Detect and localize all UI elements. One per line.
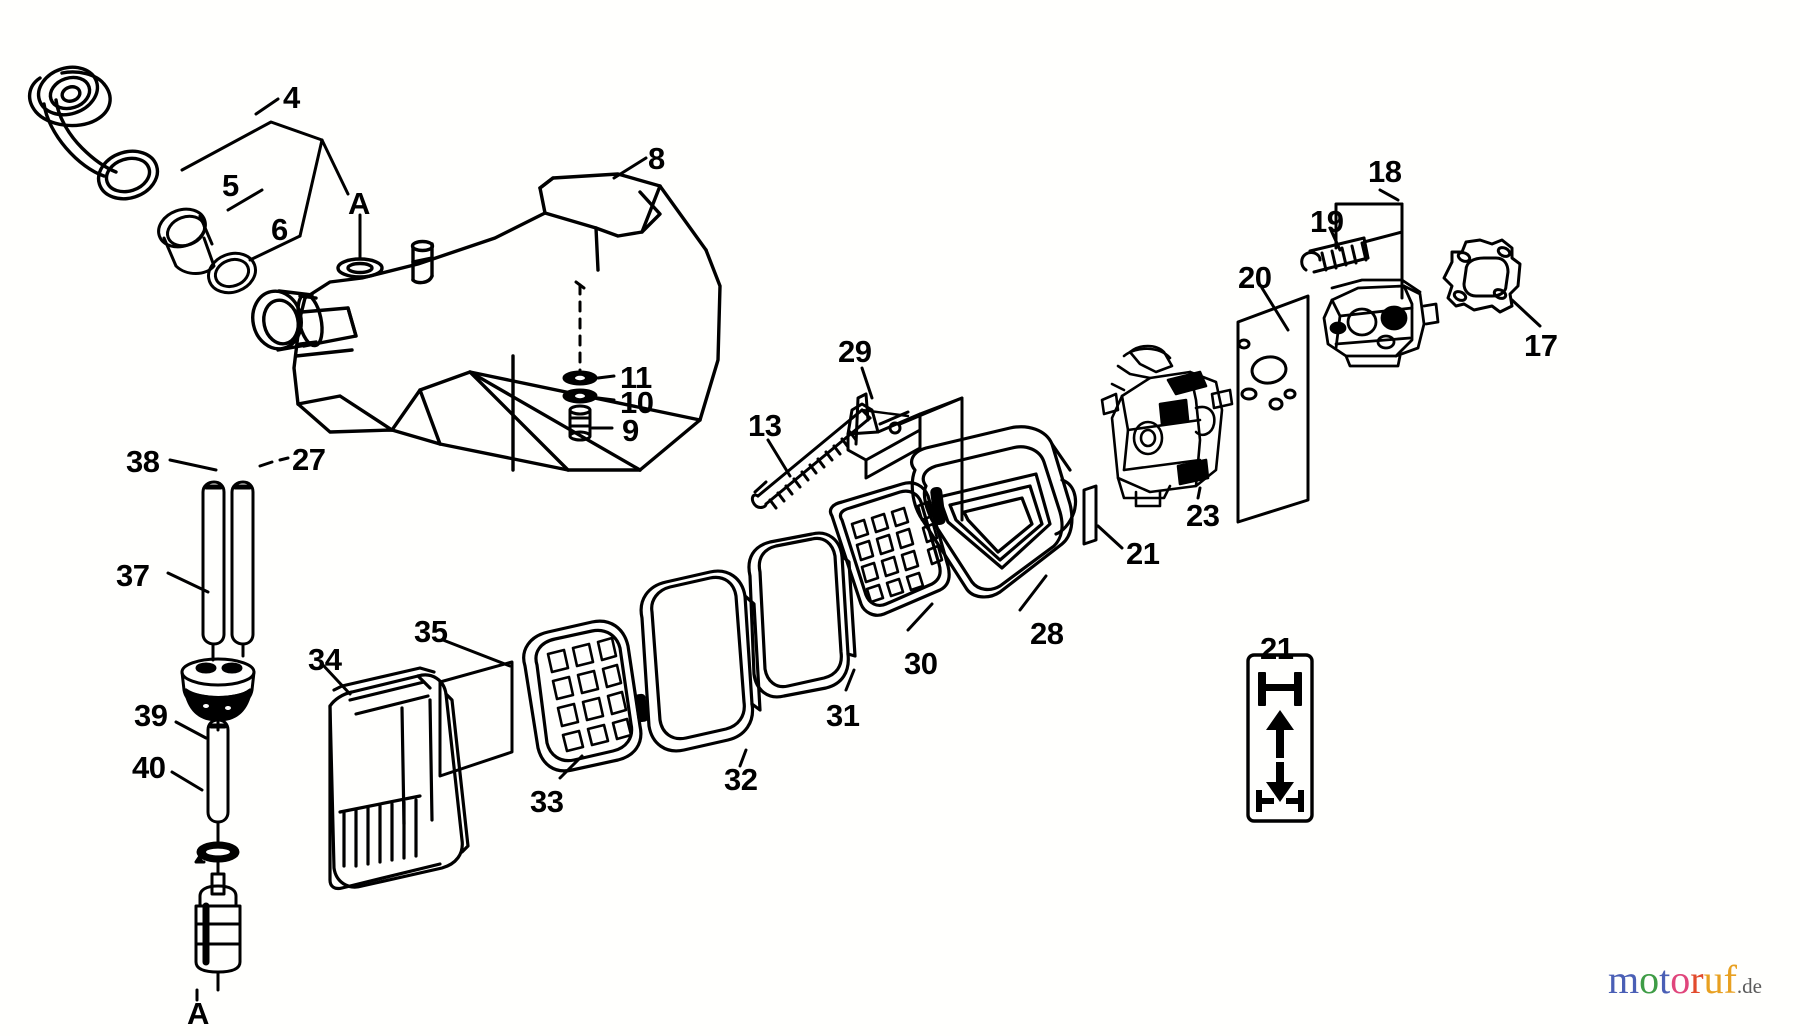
insulator-plate-20 — [1236, 294, 1310, 524]
callout-11: 11 — [620, 360, 652, 395]
leader-17 — [1510, 298, 1542, 328]
leader-29 — [860, 366, 874, 400]
leader-13 — [766, 438, 792, 478]
callout-32: 32 — [724, 762, 758, 797]
fuel-clip-39 — [194, 841, 240, 876]
leader-21 — [1096, 524, 1124, 550]
leader-38 — [168, 458, 218, 472]
callout-8: 8 — [648, 141, 665, 176]
section-marker-a-upper: A — [348, 186, 371, 221]
decal-detail-box — [1246, 653, 1314, 823]
callout-21-upper: 21 — [1126, 536, 1160, 571]
callout-38: 38 — [126, 444, 160, 479]
bracket-18-19 — [1334, 188, 1404, 288]
tank-grommet-37 — [180, 657, 256, 732]
wm-m: m — [1608, 957, 1640, 1002]
leader-8 — [612, 156, 648, 180]
decal-21 — [1082, 484, 1098, 546]
leader-28 — [1018, 574, 1048, 612]
filter-grid-plate-33 — [522, 619, 649, 773]
callout-35: 35 — [414, 614, 448, 649]
leader-33 — [558, 754, 584, 780]
leader-27 — [258, 456, 290, 468]
leader-23 — [1196, 486, 1202, 500]
leader-31 — [844, 668, 856, 692]
leader-20 — [1260, 286, 1290, 332]
leader-37 — [166, 571, 210, 594]
callout-34: 34 — [308, 642, 342, 677]
leader-40 — [170, 770, 204, 792]
callout-leaders-top — [180, 97, 350, 262]
callout-17: 17 — [1524, 328, 1558, 363]
filter-screen-30 — [828, 481, 951, 617]
filter-foam-32 — [639, 569, 762, 753]
carburetor-23 — [1100, 344, 1234, 508]
carb-body-18 — [1322, 278, 1440, 368]
air-cleaner-body-34 — [328, 666, 470, 891]
callout-4: 4 — [283, 80, 300, 115]
wm-o1: o — [1639, 957, 1660, 1002]
callout-28: 28 — [1030, 616, 1064, 651]
callout-10: 10 — [620, 385, 654, 420]
callout-6: 6 — [271, 212, 288, 247]
callout-20: 20 — [1238, 260, 1272, 295]
callout-29: 29 — [838, 334, 872, 369]
section-marker-a-lower: A — [187, 996, 210, 1031]
callout-13: 13 — [748, 408, 782, 443]
lower-fuel-line — [206, 718, 230, 844]
callout-19: 19 — [1310, 204, 1344, 239]
callout-21-box: 21 — [1260, 631, 1294, 666]
fuel-filter-40 — [194, 872, 242, 992]
tank-bushing — [157, 207, 216, 275]
callout-33: 33 — [530, 784, 564, 819]
callout-18: 18 — [1368, 154, 1402, 189]
callout-5: 5 — [222, 168, 239, 203]
filter-element-31 — [747, 531, 857, 699]
choke-bracket-29 — [846, 392, 964, 522]
nut-washer-stack — [562, 280, 616, 442]
callout-39: 39 — [134, 698, 168, 733]
callout-31: 31 — [826, 698, 860, 733]
wm-u: u — [1703, 957, 1724, 1002]
leader-32 — [738, 748, 748, 768]
air-filter-cover-28 — [910, 425, 1078, 599]
callout-9: 9 — [622, 413, 639, 448]
fuel-tank — [251, 172, 722, 472]
motoruf-watermark: motoruf.de — [1608, 956, 1762, 1003]
fuel-cap-assembly — [28, 65, 160, 201]
callout-37: 37 — [116, 558, 150, 593]
decal-symbols — [1256, 672, 1304, 812]
callout-40: 40 — [132, 750, 166, 785]
cap-oring — [207, 251, 257, 295]
callout-27: 27 — [292, 442, 326, 477]
leader-39 — [174, 720, 208, 740]
wm-r: r — [1690, 957, 1704, 1002]
gasket-plate-35 — [438, 660, 514, 778]
fuel-lines — [201, 480, 255, 662]
wm-suffix: .de — [1736, 974, 1762, 998]
callout-23: 23 — [1186, 498, 1220, 533]
callout-30: 30 — [904, 646, 938, 681]
wm-o2: o — [1670, 957, 1691, 1002]
carb-gasket-17 — [1442, 238, 1522, 314]
wm-f: f — [1723, 957, 1737, 1002]
leader-34 — [320, 662, 352, 696]
wm-t: t — [1659, 957, 1671, 1002]
leader-30 — [906, 602, 934, 632]
leader-35 — [441, 638, 512, 668]
